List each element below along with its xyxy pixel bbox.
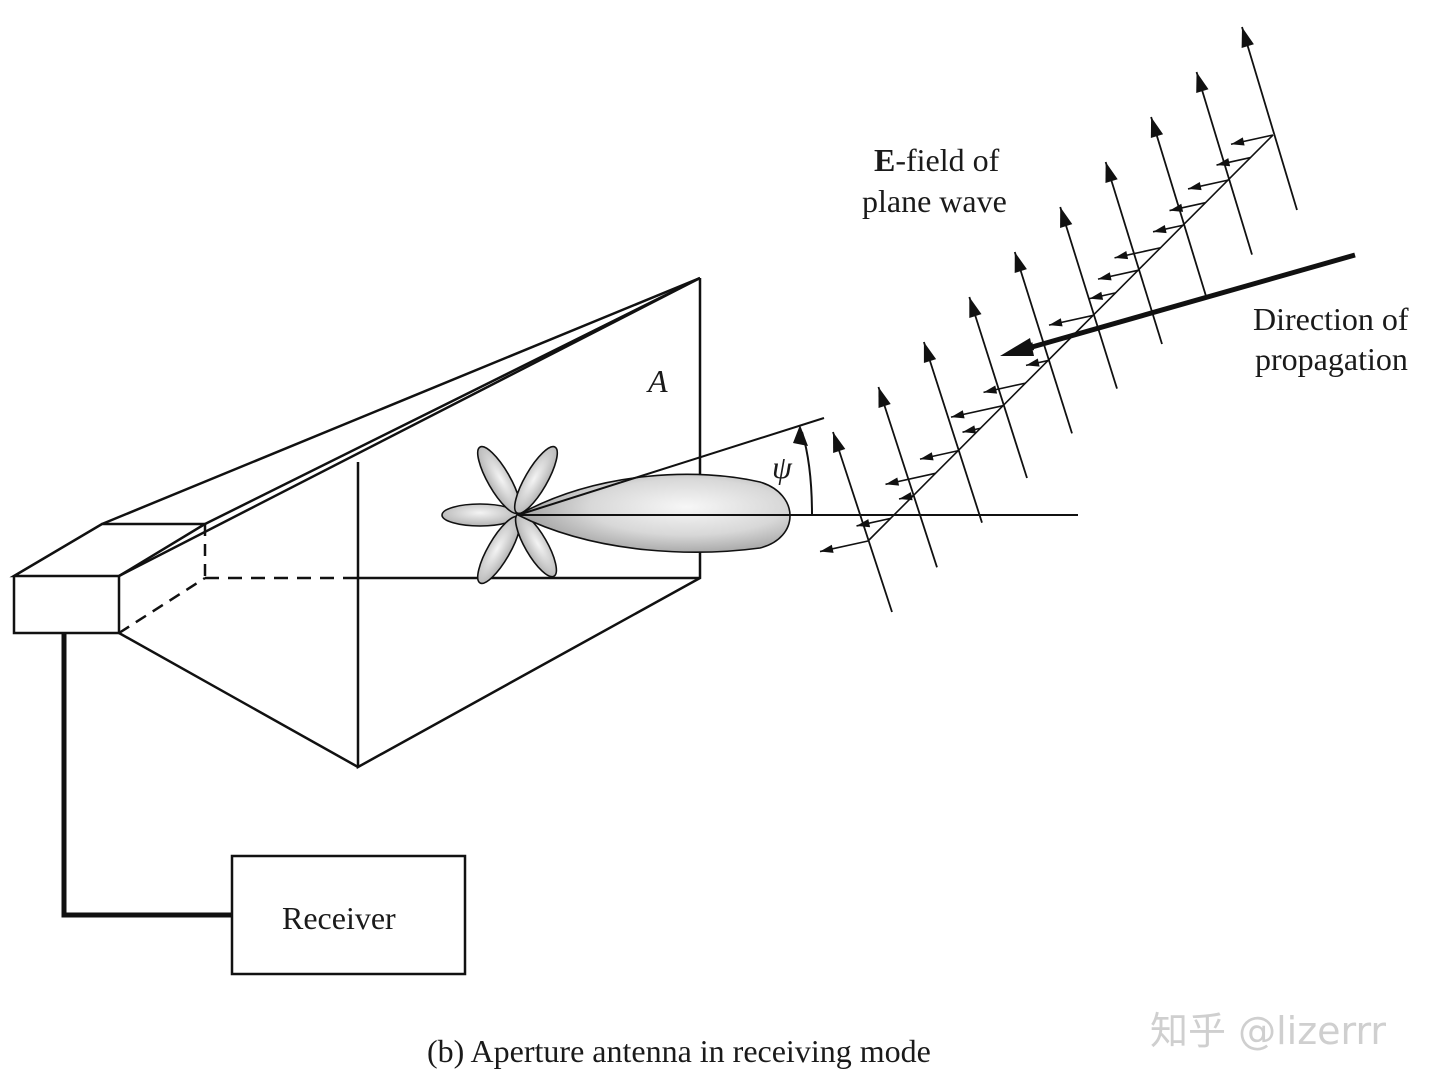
aperture-plane (356, 278, 702, 770)
wavefront-arrowhead (878, 387, 891, 408)
side-lobe (513, 445, 559, 515)
wavefront-line (923, 341, 983, 523)
wavefront-line (832, 431, 893, 613)
efield-vector-arrowhead (1114, 251, 1129, 260)
efield-vector-arrowhead (820, 544, 834, 553)
efield-vector-arrowhead (1188, 182, 1202, 191)
efield-vector-arrowhead (899, 492, 913, 501)
efield-vector-arrowhead (1231, 137, 1245, 146)
efield-label-line1: E-field of (874, 142, 1000, 178)
watermark: 知乎 @lizerrr (1150, 1009, 1386, 1053)
receiver-box (230, 854, 467, 976)
direction-label-line1: Direction of (1253, 301, 1409, 337)
efield-vector-arrowhead (1049, 318, 1063, 327)
direction-label-line2: propagation (1255, 341, 1408, 377)
efield-vector-arrowhead (951, 410, 965, 419)
receiver-link (61, 633, 467, 976)
wavefront-line (1241, 26, 1298, 211)
wavefront-line (968, 296, 1028, 479)
horn-antenna (9, 276, 702, 770)
efield-vector-arrowhead (983, 385, 998, 394)
efield-vector-arrowhead (1153, 224, 1167, 234)
wavefront-line (877, 386, 938, 568)
angle-label: ψ (772, 449, 793, 485)
figure-caption: (b) Aperture antenna in receiving mode (427, 1033, 931, 1069)
efield-vector-arrowhead (1216, 158, 1231, 167)
efield-vector-arrowhead (885, 477, 900, 486)
wavefront-arrowhead (923, 342, 937, 363)
propagation-arrow (1000, 252, 1356, 356)
efield-vector-arrowhead (1026, 358, 1040, 367)
receiver-label: Receiver (282, 900, 396, 936)
wavefront-arrowhead (1196, 72, 1209, 93)
aperture-label: A (646, 363, 668, 399)
wavefront-arrowhead (1105, 162, 1118, 183)
wavefront-arrowhead (1060, 207, 1073, 228)
efield-label-line2: plane wave (862, 183, 1007, 219)
wavefront-arrowhead (1150, 117, 1164, 138)
wavefront-arrowhead (1241, 27, 1254, 48)
wavefront-arrowhead (1014, 252, 1027, 273)
angle-psi (517, 417, 1078, 516)
efield-vector-arrowhead (920, 452, 934, 461)
wavefront-line (1059, 206, 1118, 389)
efield-vector-arrowhead (962, 425, 977, 434)
efield-vector-arrowhead (1089, 291, 1104, 300)
efield-vector-arrowhead (1098, 272, 1112, 281)
side-lobe (514, 512, 558, 578)
efield-vector-arrowhead (1169, 203, 1184, 212)
main-lobe (516, 473, 791, 553)
wavefront-arrowhead (969, 297, 982, 318)
wavefront-arrowhead (833, 432, 846, 453)
efield-vector-arrowhead (856, 519, 871, 528)
waveguide-feed (9, 522, 210, 635)
plane-wave (819, 26, 1298, 613)
